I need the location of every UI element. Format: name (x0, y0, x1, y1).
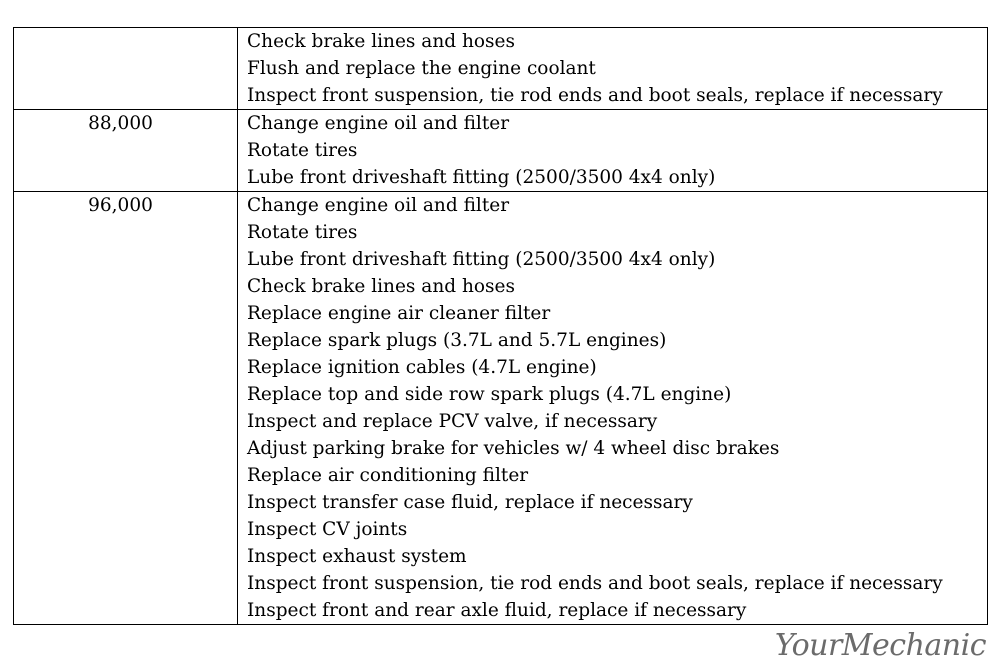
mileage-cell: 88,000 (13, 109, 238, 192)
task-item: Inspect CV joints (247, 519, 408, 540)
task-item: Inspect exhaust system (247, 546, 467, 567)
task-item: Change engine oil and filter (247, 113, 510, 134)
mileage-cell (13, 27, 238, 110)
task-item: Adjust parking brake for vehicles w/ 4 w… (247, 438, 780, 459)
task-item: Check brake lines and hoses (247, 276, 515, 297)
yourmechanic-logo: YourMechanic (774, 628, 987, 663)
task-item: Check brake lines and hoses (247, 31, 515, 52)
task-item: Rotate tires (247, 222, 358, 243)
task-item: Replace engine air cleaner filter (247, 303, 551, 324)
task-item: Inspect and replace PCV valve, if necess… (247, 411, 658, 432)
task-item: Inspect transfer case fluid, replace if … (247, 492, 693, 513)
task-item: Inspect front suspension, tie rod ends a… (247, 573, 943, 594)
task-item: Lube front driveshaft fitting (2500/3500… (247, 249, 716, 270)
task-item: Replace spark plugs (3.7L and 5.7L engin… (247, 330, 667, 351)
task-item: Replace ignition cables (4.7L engine) (247, 357, 597, 378)
task-item: Rotate tires (247, 140, 358, 161)
task-item: Replace air conditioning filter (247, 465, 529, 486)
task-item: Change engine oil and filter (247, 195, 510, 216)
task-item: Replace top and side row spark plugs (4.… (247, 384, 732, 405)
mileage-label: 96,000 (88, 195, 153, 216)
task-item: Lube front driveshaft fitting (2500/3500… (247, 167, 716, 188)
mileage-label: 88,000 (88, 113, 153, 134)
task-item: Inspect front suspension, tie rod ends a… (247, 85, 943, 106)
task-item: Flush and replace the engine coolant (247, 58, 596, 79)
mileage-cell: 96,000 (13, 191, 238, 625)
task-item: Inspect front and rear axle fluid, repla… (247, 600, 747, 621)
